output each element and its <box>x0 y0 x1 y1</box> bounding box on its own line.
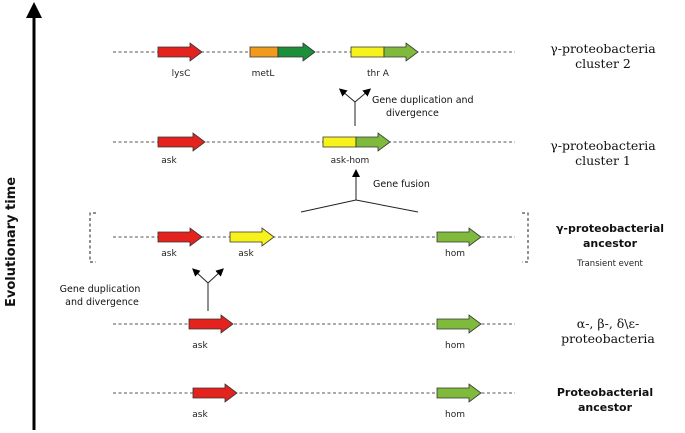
gene-label-ask: ask <box>161 156 177 166</box>
time-axis-label: Evolutionary time <box>4 177 19 307</box>
gene-ask <box>192 383 238 403</box>
gene-label-thrA: thr A <box>367 69 390 79</box>
gene-ask-hom-segment-2 <box>355 132 391 152</box>
group-label-line1: α-, β-, δ\ε- <box>577 316 639 331</box>
event-dup-bottom-line2: and divergence <box>65 297 139 308</box>
gene-metL-segment-2 <box>277 42 316 62</box>
gene-ask-duplicate <box>229 227 275 247</box>
group-label-line2: cluster 2 <box>575 56 631 71</box>
row-gamma-ancestor: ask ask hom γ-proteobacterial ancestor T… <box>113 222 664 269</box>
group-label-line1: γ-proteobacteria <box>550 41 656 56</box>
gene-label-hom: hom <box>445 341 465 351</box>
gene-hom <box>436 227 482 247</box>
group-label-line2: ancestor <box>578 401 633 414</box>
gene-metL-segment-1 <box>249 46 279 58</box>
group-label-line2: ancestor <box>583 237 638 250</box>
gene-ask <box>157 227 203 247</box>
group-label-line1: γ-proteobacterial <box>556 222 664 235</box>
gene-hom <box>436 383 482 403</box>
time-axis: Evolutionary time <box>4 2 42 430</box>
time-axis-arrowhead <box>26 2 42 18</box>
gene-lysC <box>157 42 203 62</box>
group-label-line2: cluster 1 <box>575 153 631 168</box>
gene-label-ask-hom: ask-hom <box>331 156 370 166</box>
gene-ask <box>188 314 234 334</box>
event-fusion-label: Gene fusion <box>373 179 430 190</box>
event-duplication-bottom: Gene duplication and divergence <box>60 268 224 311</box>
event-dup-top-line2: divergence <box>386 108 439 119</box>
row-gamma-cluster-2: lysC metL thr A γ-proteobacteria cluster… <box>113 41 656 79</box>
group-label-line1: γ-proteobacteria <box>550 138 656 153</box>
gene-thrA-segment-1 <box>350 46 385 58</box>
gene-label-ask: ask <box>161 249 177 259</box>
gene-label-hom: hom <box>445 410 465 420</box>
event-gene-fusion: Gene fusion <box>300 169 430 213</box>
gene-ask <box>157 132 206 152</box>
transient-bracket <box>89 212 529 263</box>
gene-thrA-segment-2 <box>383 42 419 62</box>
gene-hom <box>436 314 482 334</box>
transient-event-note: Transient event <box>576 259 643 269</box>
gene-label-ask: ask <box>192 410 208 420</box>
gene-label-ask: ask <box>192 341 208 351</box>
gene-label-metL: metL <box>252 69 275 79</box>
event-dup-bottom-line1: Gene duplication <box>60 284 141 295</box>
row-proteobacterial-ancestor: ask hom Proteobacterial ancestor <box>113 383 653 420</box>
gene-ask-hom-segment-1 <box>322 136 357 148</box>
gene-label-lysC: lysC <box>172 69 191 79</box>
group-label-line1: Proteobacterial <box>557 386 653 399</box>
event-dup-top-line1: Gene duplication and <box>372 95 474 106</box>
row-gamma-cluster-1: ask ask-hom γ-proteobacteria cluster 1 <box>113 132 656 168</box>
gene-label-ask-duplicate: ask <box>238 249 254 259</box>
event-duplication-top: Gene duplication and divergence <box>338 88 474 126</box>
gene-label-hom: hom <box>445 249 465 259</box>
group-label-line2: proteobacteria <box>561 331 655 346</box>
row-alpha-beta-delta-epsilon: ask hom α-, β-, δ\ε- proteobacteria <box>113 314 655 351</box>
